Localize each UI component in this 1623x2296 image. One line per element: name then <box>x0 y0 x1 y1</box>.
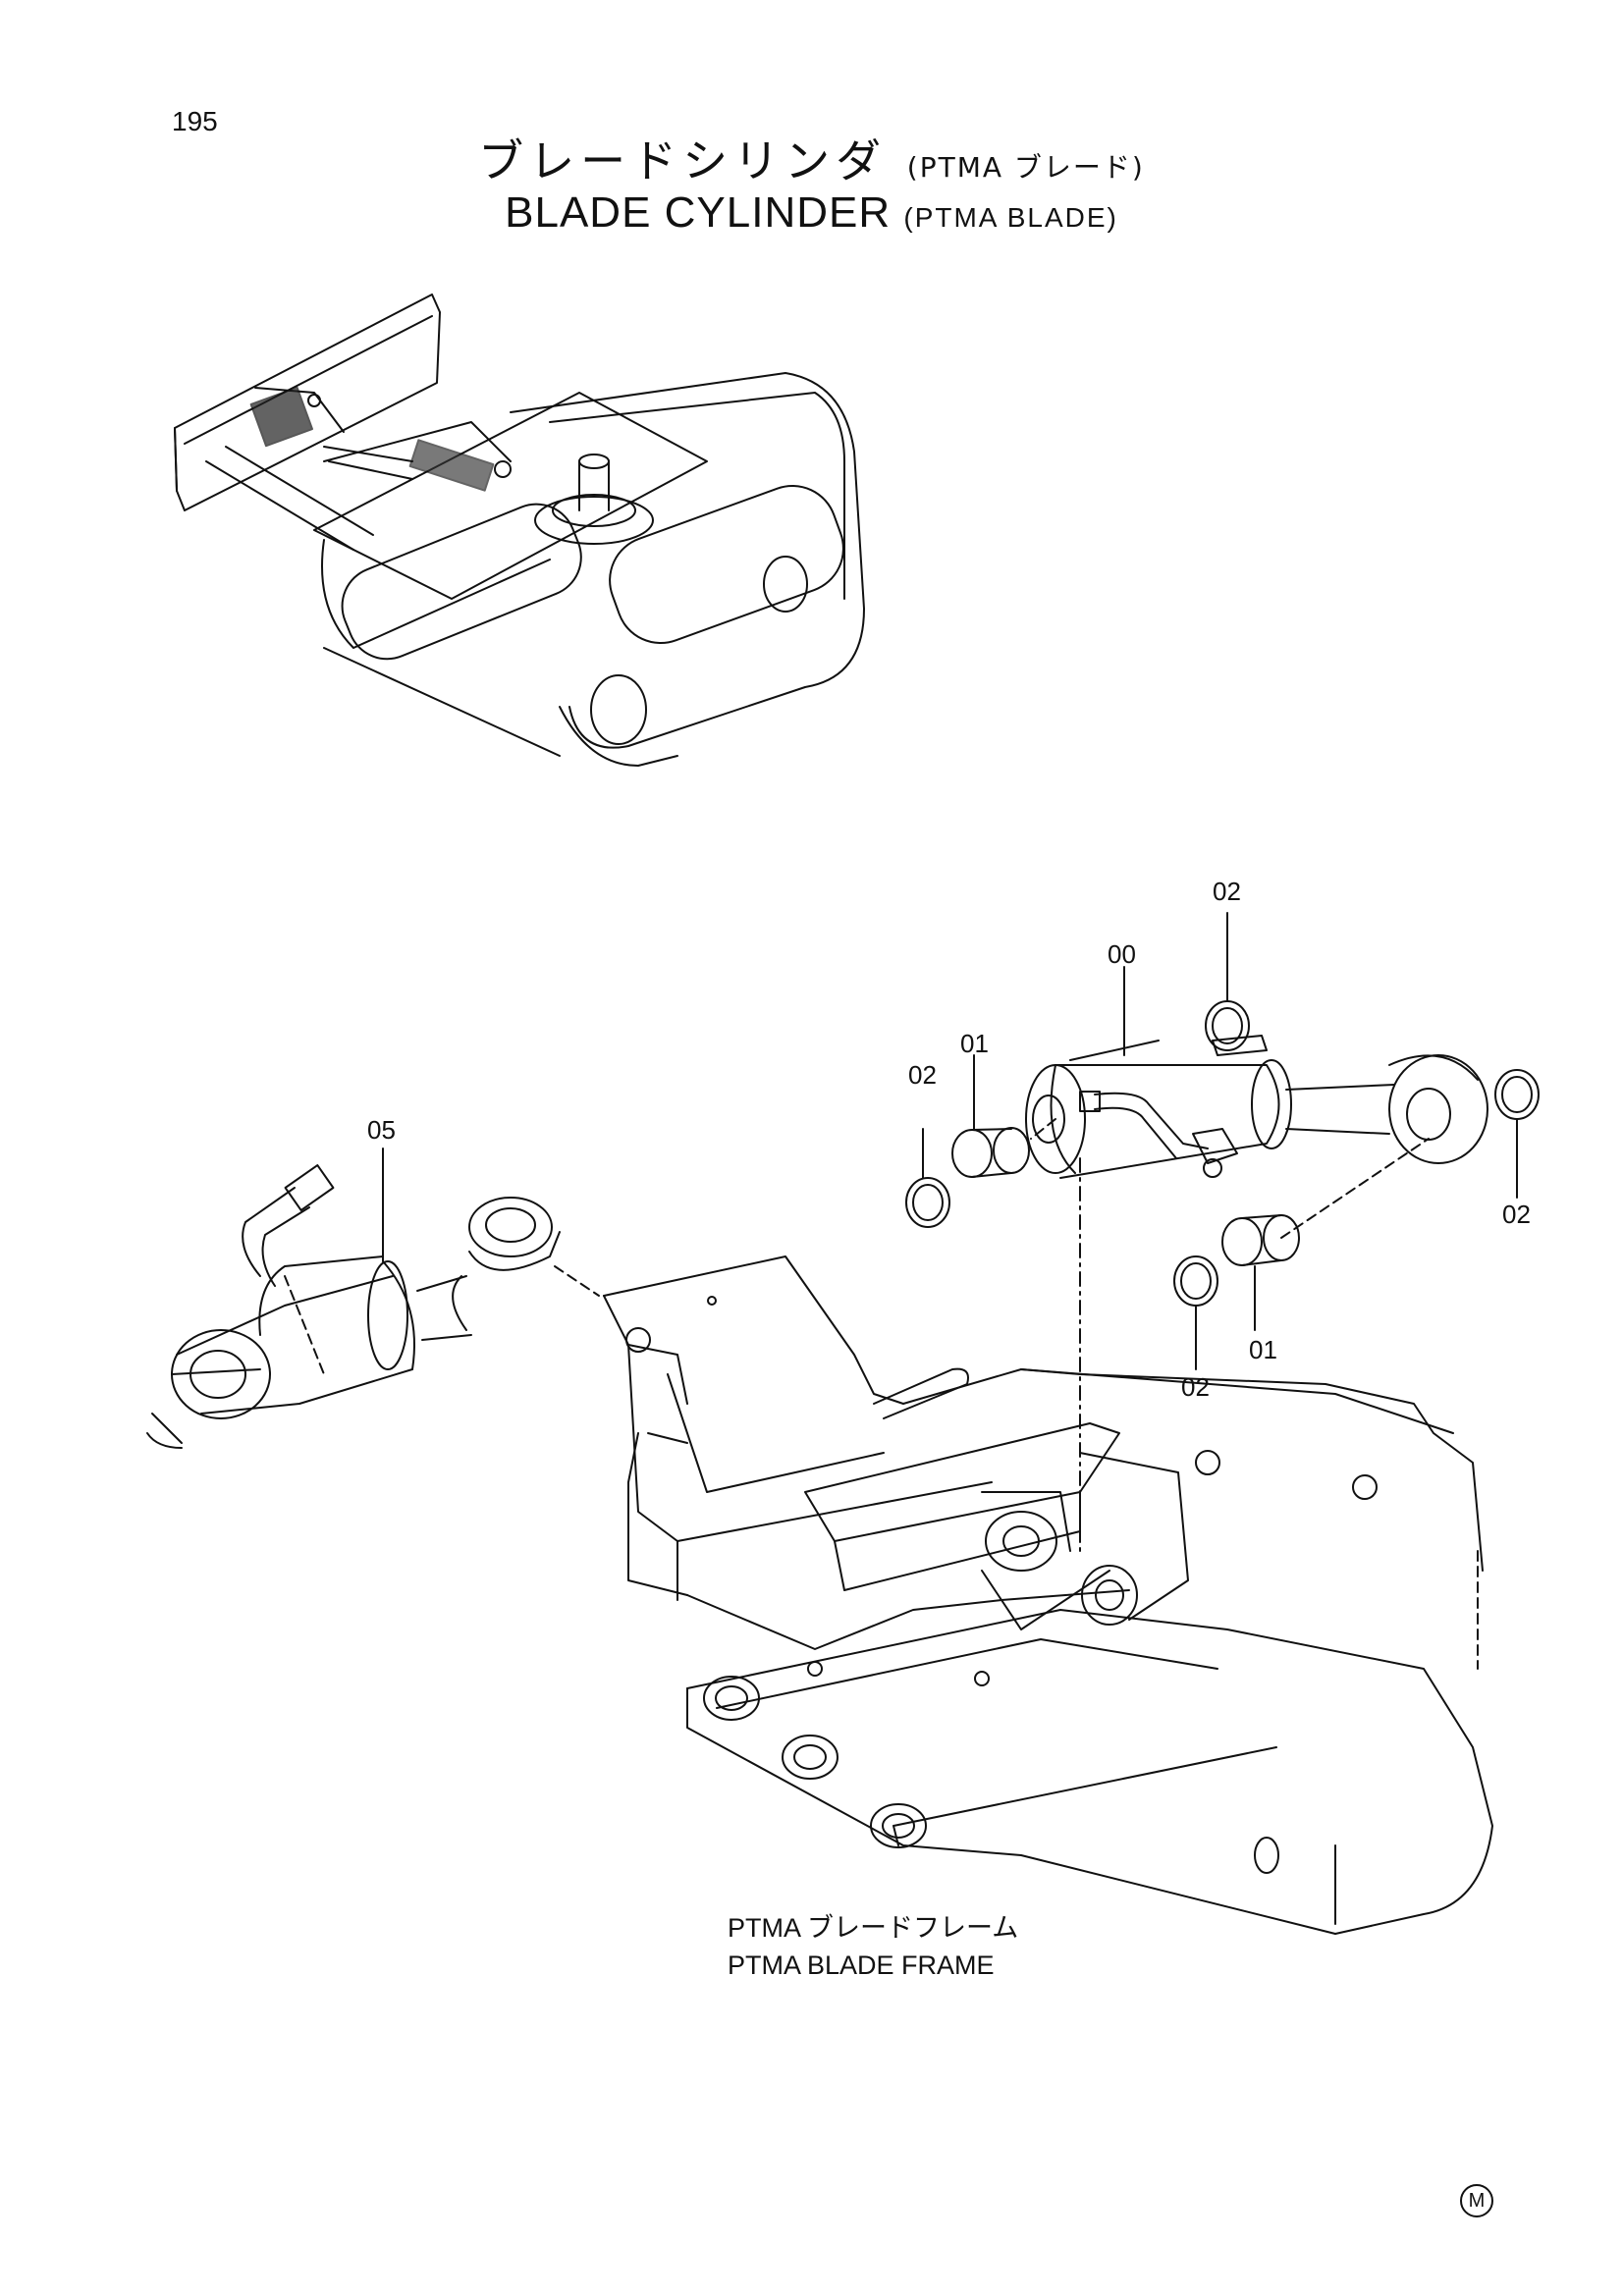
callout-05: 05 <box>367 1115 396 1145</box>
m-marker: M <box>1460 2184 1493 2217</box>
callout-00: 00 <box>1108 939 1136 969</box>
callout-02: 02 <box>1502 1200 1531 1229</box>
title-en-main: BLADE CYLINDER <box>505 188 892 237</box>
frame-label-en: PTMA BLADE FRAME <box>728 1950 995 1980</box>
callout-02: 02 <box>1181 1372 1210 1402</box>
title-japanese: ブレードシリンダ (PTMA ブレード) <box>0 126 1623 190</box>
title-en-sub: (PTMA BLADE) <box>903 202 1118 233</box>
callout-01: 01 <box>960 1029 989 1058</box>
frame-label: PTMA ブレードフレーム PTMA BLADE FRAME <box>728 1909 1018 1984</box>
overview-machine-drawing <box>175 294 864 766</box>
title-english: BLADE CYLINDER (PTMA BLADE) <box>0 188 1623 238</box>
callout-leaders <box>383 913 1517 1369</box>
callout-01: 01 <box>1249 1335 1277 1364</box>
cylinder-05-drawing <box>147 1165 599 1448</box>
title-jp-main: ブレードシリンダ <box>478 134 888 187</box>
ptma-blade-frame-drawing <box>604 1256 1492 1934</box>
callout-02: 02 <box>1213 877 1241 906</box>
blade-cylinder-exploded <box>906 1001 1539 1551</box>
title-jp-sub: (PTMA ブレード) <box>906 151 1145 184</box>
callout-02: 02 <box>908 1060 937 1090</box>
frame-label-jp: PTMA ブレードフレーム <box>728 1913 1019 1943</box>
page-number: 195 <box>172 106 218 136</box>
